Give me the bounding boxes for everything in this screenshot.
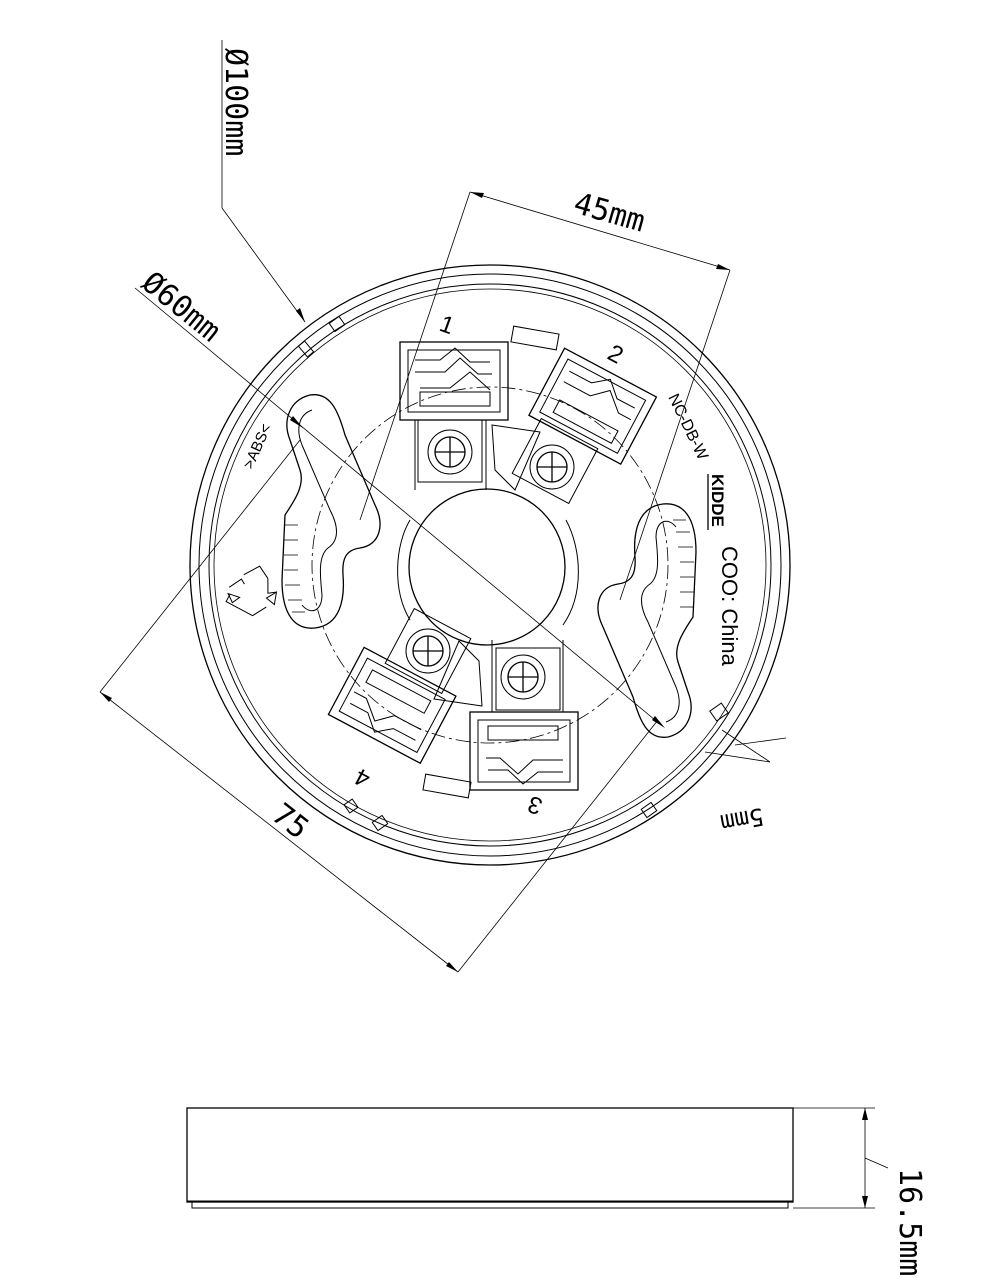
outer-rim — [189, 264, 791, 866]
dimension-outer-diameter: Ø100mm — [218, 40, 306, 323]
terminal-wedge-top — [491, 424, 541, 491]
brand-marking: KIDDE — [708, 474, 727, 527]
terminal-2 — [528, 347, 658, 466]
terminal-label-4: 4 — [350, 762, 374, 792]
base-side-view — [186, 1107, 794, 1209]
recycle-icon — [225, 565, 278, 617]
right-keyhole-slot — [597, 503, 697, 738]
terminal-3 — [469, 640, 579, 791]
terminal-2-screw — [511, 417, 599, 505]
outer-rim-inner — [198, 273, 782, 857]
terminal-4-screw — [384, 607, 472, 695]
inner-rim — [208, 283, 772, 847]
dimension-mounting-spacing: 75 — [99, 439, 659, 973]
side-body — [186, 1107, 794, 1203]
mounting-spacing-label: 75 — [265, 797, 315, 847]
material-marking: >ABS< — [240, 421, 275, 472]
terminal-wedge-bottom — [433, 640, 483, 707]
model-marking: NC-DB-W — [664, 391, 711, 463]
rim-offset-label: 5mm — [718, 802, 766, 837]
terminal-label-2: 2 — [603, 339, 627, 369]
terminal-1 — [399, 341, 509, 490]
terminal-spacing-label: 45mm — [570, 186, 649, 240]
terminal-label-3: 3 — [524, 790, 546, 820]
height-label: 16.5mm — [892, 1168, 927, 1276]
base-top-view: 1 2 3 4 NC-DB-W KIDDE COO: China >ABS< — [189, 264, 791, 866]
dimension-rim-offset: 5mm — [704, 729, 787, 837]
outer-diameter-label: Ø100mm — [218, 48, 253, 156]
origin-marking: COO: China — [717, 546, 742, 667]
side-base-lip — [191, 1201, 789, 1209]
mounting-circle — [311, 386, 669, 744]
inner-diameter-label: Ø60mm — [135, 265, 227, 349]
central-hole-outline-right — [562, 519, 579, 626]
terminal-4 — [327, 646, 457, 765]
central-hole — [408, 488, 566, 646]
rim-tabs — [297, 315, 729, 832]
key-tab-bottom — [422, 773, 472, 799]
dimension-height: 16.5mm — [793, 1107, 927, 1276]
central-hole-outline-left — [397, 519, 411, 621]
key-tab-top — [510, 325, 560, 351]
terminal-label-1: 1 — [436, 310, 458, 340]
inner-rim-2 — [213, 288, 767, 842]
left-keyhole-slot — [281, 394, 381, 629]
